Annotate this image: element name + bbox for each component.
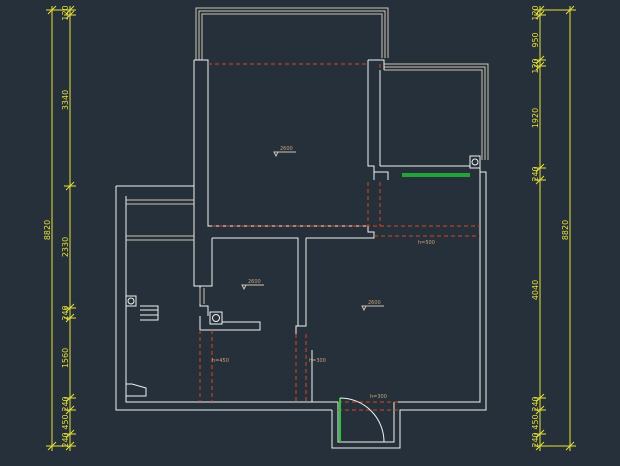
left-dim-6: 450 xyxy=(61,414,70,429)
elevation-marker-2: 2600 xyxy=(241,279,264,291)
left-total-dim: 8820 xyxy=(43,220,52,240)
elevation-marker-3: 2600 xyxy=(361,300,384,312)
right-dim-0: 120 xyxy=(531,5,540,20)
left-dim-1: 3340 xyxy=(61,90,70,110)
beam-label-1: h=500 xyxy=(418,240,435,246)
left-ticks xyxy=(46,5,76,451)
beam-label-2: h=450 xyxy=(212,358,229,364)
right-dim-1: 950 xyxy=(531,32,540,47)
beam-label-3: h=300 xyxy=(309,358,326,364)
right-dim-3: 1920 xyxy=(531,108,540,128)
left-dim-7: 240 xyxy=(61,432,70,447)
right-dim-2: 120 xyxy=(531,58,540,73)
walls xyxy=(115,59,487,449)
left-dim-3: 240 xyxy=(61,305,70,320)
left-dim-2: 2330 xyxy=(61,237,70,257)
right-dim-8: 240 xyxy=(531,432,540,447)
column-fixture-1 xyxy=(125,295,137,307)
beam-label-4: h=300 xyxy=(370,394,387,400)
right-dimension-chain: 8820 120 950 120 1920 240 4040 240 450 2… xyxy=(531,5,576,451)
right-balcony-railing xyxy=(384,63,489,160)
elevation-3: 2600 xyxy=(368,300,381,306)
right-dim-4: 240 xyxy=(531,166,540,181)
elevation-1: 2600 xyxy=(280,146,293,152)
window-top-right xyxy=(402,173,470,177)
door-bottom xyxy=(339,397,385,443)
right-ticks xyxy=(534,5,576,451)
right-dim-6: 240 xyxy=(531,396,540,411)
right-total-dim: 8820 xyxy=(561,220,570,240)
column-fixture-2 xyxy=(209,311,223,325)
elevation-marker-1: 2600 xyxy=(273,146,296,158)
right-dim-5: 4040 xyxy=(531,280,540,300)
top-balcony-railing xyxy=(195,7,389,60)
left-dimension-chain: 8820 120 3340 2330 240 1560 240 450 240 xyxy=(43,5,76,451)
left-dim-4: 1560 xyxy=(61,348,70,368)
beam-lines xyxy=(199,63,480,411)
column-fixture-3 xyxy=(469,155,481,169)
right-dim-7: 450 xyxy=(531,414,540,429)
elevation-2: 2600 xyxy=(248,279,261,285)
left-dim-0: 120 xyxy=(61,5,70,20)
left-dim-5: 240 xyxy=(61,396,70,411)
